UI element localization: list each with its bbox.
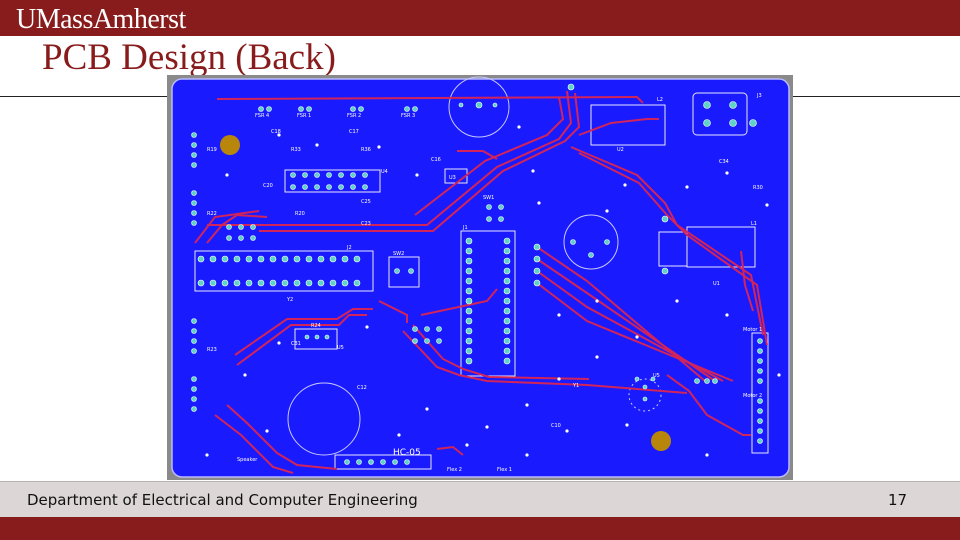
j3-outline xyxy=(692,92,748,136)
j2-outline xyxy=(194,250,374,292)
pcb-board-drawing: FSR 4 FSR 1 FSR 2 FSR 3 C18 C17 R33 R36 … xyxy=(171,76,790,478)
gold-pad xyxy=(220,135,240,155)
label-fsr4: FSR 4 xyxy=(255,113,269,119)
label-u1: U1 xyxy=(713,281,720,287)
label-c34: C34 xyxy=(719,159,729,165)
label-r33: R33 xyxy=(291,147,301,153)
label-l2: L2 xyxy=(657,97,663,103)
label-fsr3: FSR 3 xyxy=(401,113,415,119)
label-flex2: Flex 2 xyxy=(447,467,462,473)
sw2-outline xyxy=(388,256,420,288)
footer-band xyxy=(0,481,960,518)
label-motor2: Motor 2 xyxy=(743,393,762,399)
silk-labels: FSR 4 FSR 1 FSR 2 FSR 3 C18 C17 R33 R36 … xyxy=(207,93,763,473)
label-c16: C16 xyxy=(431,157,441,163)
department-name: Department of Electrical and Computer En… xyxy=(27,491,418,509)
hc05-outline xyxy=(334,454,432,470)
label-motor1: Motor 1 xyxy=(743,327,762,333)
label-hc05: HC-05 xyxy=(393,448,421,458)
label-c10: C10 xyxy=(551,423,561,429)
label-j3: J3 xyxy=(756,93,762,99)
pcb-pads xyxy=(191,83,763,465)
label-fsr1: FSR 1 xyxy=(297,113,311,119)
label-u4: U4 xyxy=(381,169,388,175)
label-r30: R30 xyxy=(753,185,763,191)
label-u3: U3 xyxy=(449,175,456,181)
gold-pad xyxy=(651,431,671,451)
pcb-vias xyxy=(205,125,781,457)
label-sw1: SW1 xyxy=(483,195,494,201)
label-c17: C17 xyxy=(349,129,359,135)
pcb-traces xyxy=(194,90,768,474)
label-c20: C20 xyxy=(263,183,273,189)
label-u5: U5 xyxy=(337,345,344,351)
label-y1: Y1 xyxy=(572,383,579,389)
label-c18: C18 xyxy=(271,129,281,135)
label-r22: R22 xyxy=(207,211,217,217)
mounting-outline xyxy=(628,378,662,412)
bottom-band xyxy=(0,517,960,540)
pcb-image: FSR 4 FSR 1 FSR 2 FSR 3 C18 C17 R33 R36 … xyxy=(167,75,793,480)
label-r20: R20 xyxy=(295,211,305,217)
label-u5b: U5 xyxy=(653,373,660,379)
mounting-outline xyxy=(563,214,619,270)
label-r36: R36 xyxy=(361,147,371,153)
label-r19: R19 xyxy=(207,147,217,153)
header-band xyxy=(0,0,960,36)
label-sw2: SW2 xyxy=(393,251,404,257)
label-u2: U2 xyxy=(617,147,624,153)
u4-outline xyxy=(284,169,381,193)
label-j2: J2 xyxy=(346,245,352,251)
mounting-outline xyxy=(287,382,361,456)
label-flex1: Flex 1 xyxy=(497,467,512,473)
label-c12: C12 xyxy=(357,385,367,391)
motor-header-outline xyxy=(751,332,769,454)
u1-outline xyxy=(686,226,756,268)
label-c25: C25 xyxy=(361,199,371,205)
label-c30: C31 xyxy=(291,341,301,347)
label-c23: C23 xyxy=(361,221,371,227)
label-r23: R23 xyxy=(207,347,217,353)
label-r24: R24 xyxy=(311,323,321,329)
label-speaker: Speaker xyxy=(237,457,258,463)
label-y2: Y2 xyxy=(286,297,293,303)
slide-title: PCB Design (Back) xyxy=(42,37,336,78)
label-j1: J1 xyxy=(462,225,468,231)
u2-outline xyxy=(590,104,666,146)
page-number: 17 xyxy=(888,491,908,509)
label-l1: L1 xyxy=(751,221,757,227)
label-fsr2: FSR 2 xyxy=(347,113,361,119)
u5-outline xyxy=(294,328,338,350)
pcb-board xyxy=(171,78,790,478)
umass-logo: UMassAmherst xyxy=(16,4,186,35)
mounting-outline xyxy=(448,76,510,138)
